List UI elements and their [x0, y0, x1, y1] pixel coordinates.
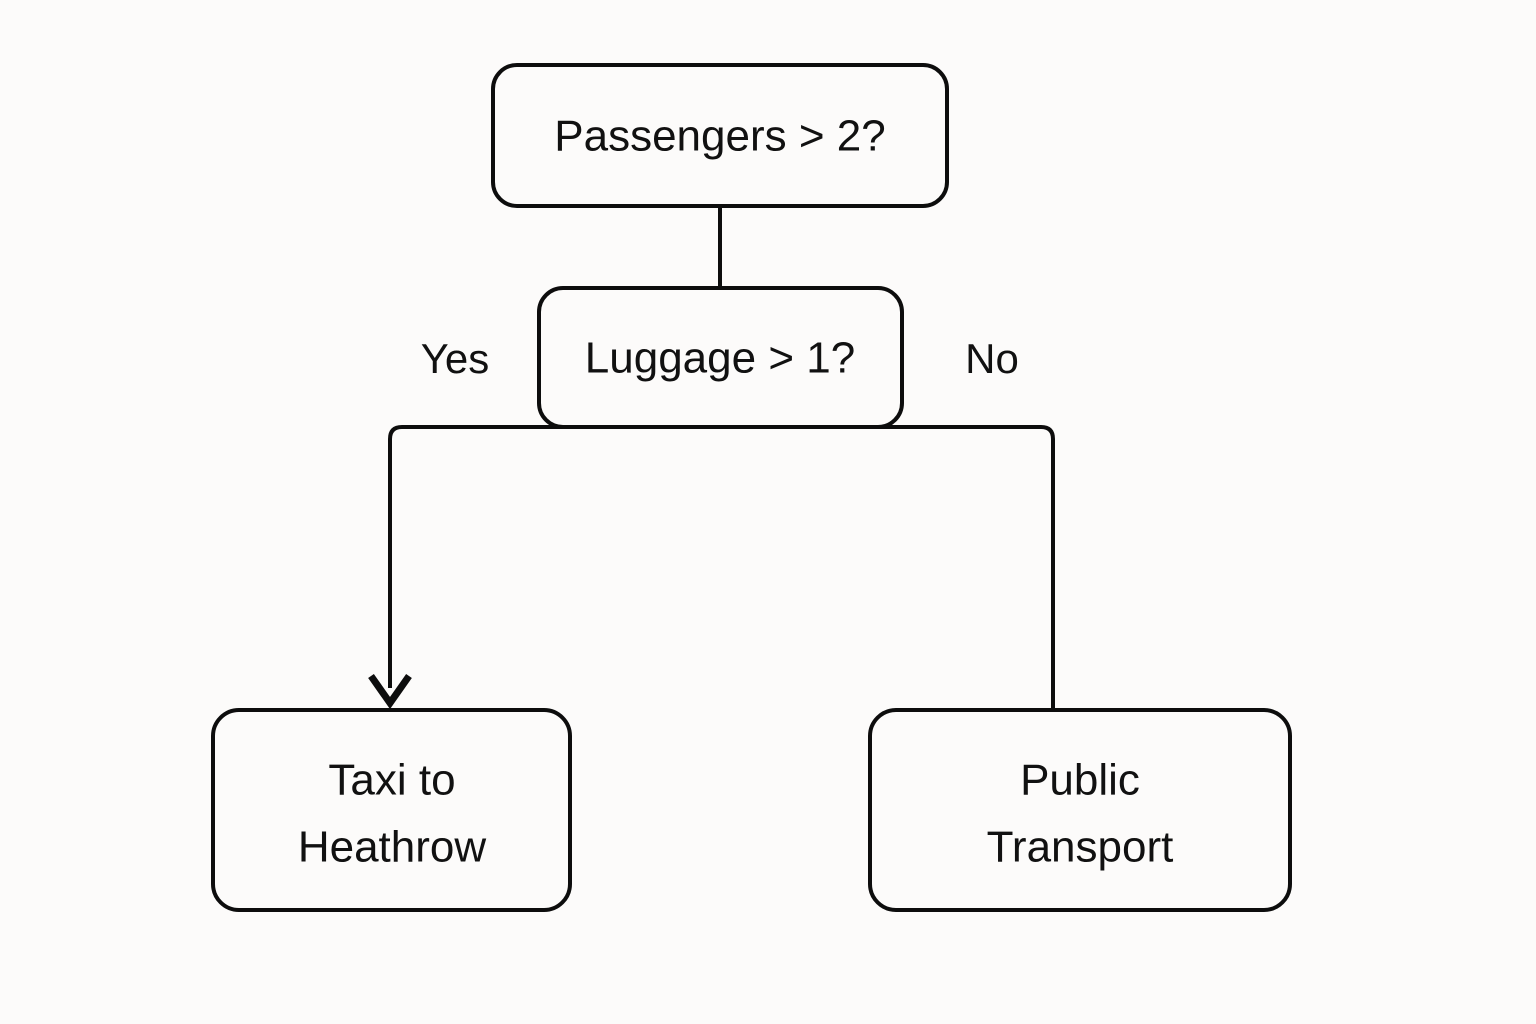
node-luggage[interactable]: Luggage > 1? — [537, 286, 904, 429]
node-luggage-box — [537, 286, 904, 429]
node-taxi-to-heathrow[interactable]: Taxi to Heathrow — [211, 708, 572, 912]
node-taxi-label-line2: Heathrow — [298, 823, 487, 872]
node-passengers-label: Passengers > 2? — [554, 112, 885, 161]
node-taxi-box — [211, 708, 572, 912]
node-passengers-box — [491, 63, 949, 208]
edge-luggage-to-taxi — [388, 425, 902, 688]
node-luggage-label: Luggage > 1? — [585, 334, 855, 383]
node-passengers[interactable]: Passengers > 2? — [491, 63, 949, 208]
node-transport-label-line2: Transport — [987, 823, 1174, 872]
node-public-transport[interactable]: Public Transport — [868, 708, 1292, 912]
arrowhead-icon-taxi — [368, 673, 412, 710]
node-taxi-label-line1: Taxi to — [328, 756, 455, 805]
edge-label-yes: Yes — [421, 335, 490, 382]
edge-luggage-to-transport — [539, 425, 1055, 710]
edge-label-no: No — [965, 335, 1019, 382]
node-transport-label-line1: Public — [1020, 756, 1140, 805]
node-transport-box — [868, 708, 1292, 912]
